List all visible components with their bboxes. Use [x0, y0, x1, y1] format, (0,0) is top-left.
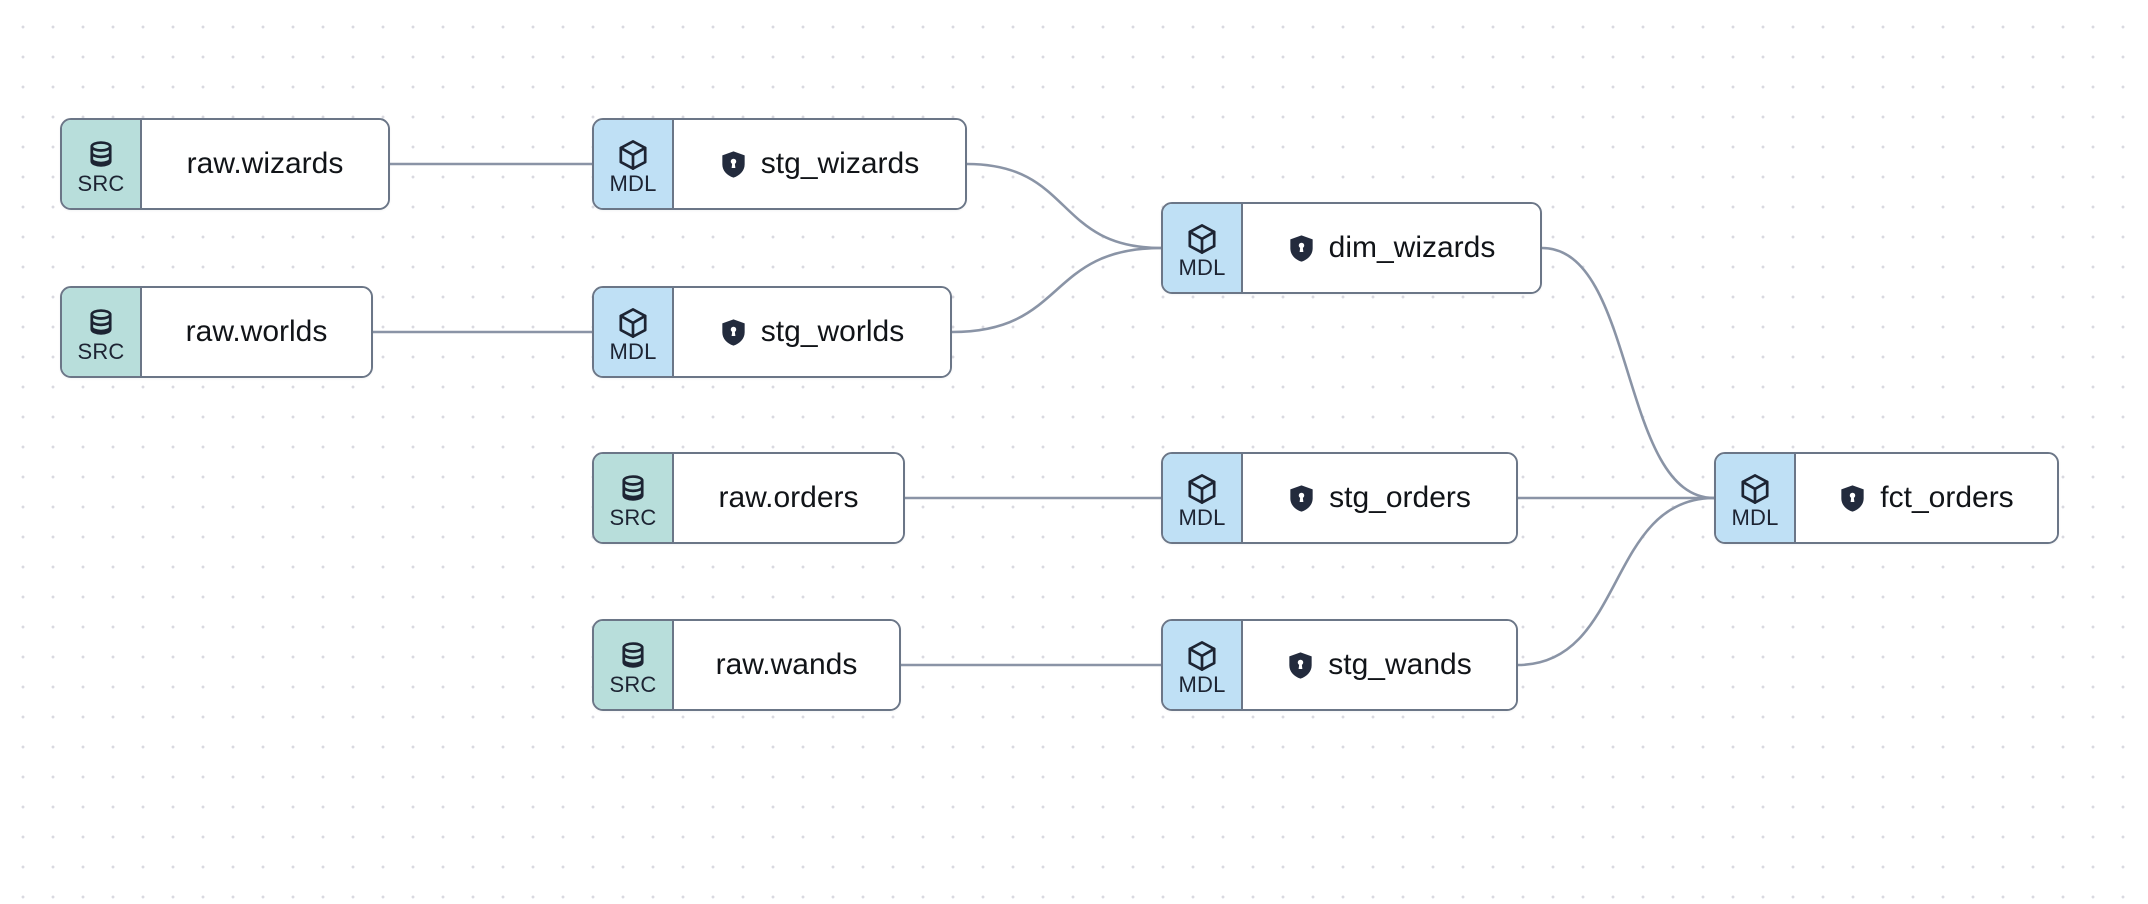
lineage-node-stg_worlds[interactable]: MDL stg_worlds [592, 286, 952, 378]
database-cylinder-icon [616, 472, 650, 506]
node-type-badge-stg_wands: MDL [1163, 621, 1243, 709]
node-label: stg_wands [1328, 648, 1472, 681]
lineage-node-raw_worlds[interactable]: SRC raw.worlds [60, 286, 373, 378]
database-cylinder-icon [84, 138, 118, 172]
cube-icon [616, 138, 650, 172]
node-type-badge-raw_orders: SRC [594, 454, 674, 542]
lineage-edge-stg_worlds-to-dim_wizards [950, 246, 1163, 334]
node-type-badge-fct_orders: MDL [1716, 454, 1796, 542]
node-body-raw_wizards: raw.wizards [142, 120, 388, 208]
node-type-label: MDL [1178, 254, 1226, 280]
cube-icon [1185, 472, 1219, 506]
node-type-badge-raw_worlds: SRC [62, 288, 142, 376]
node-label: stg_orders [1329, 481, 1471, 514]
node-label: stg_worlds [760, 315, 905, 348]
node-type-badge-raw_wizards: SRC [62, 120, 142, 208]
node-label: raw.wizards [186, 147, 344, 180]
node-type-label: SRC [609, 671, 657, 697]
node-type-label: SRC [77, 170, 125, 196]
node-body-fct_orders: fct_orders [1796, 454, 2057, 542]
lineage-node-raw_wizards[interactable]: SRC raw.wizards [60, 118, 390, 210]
lineage-edge-stg_wands-to-fct_orders [1516, 496, 1716, 667]
node-type-badge-raw_wands: SRC [594, 621, 674, 709]
node-label: raw.wands [715, 648, 858, 681]
lineage-node-raw_wands[interactable]: SRC raw.wands [592, 619, 901, 711]
cube-icon [1185, 639, 1219, 673]
node-type-label: MDL [1178, 504, 1226, 530]
lineage-edge-stg_wizards-to-dim_wizards [965, 162, 1163, 250]
node-body-stg_orders: stg_orders [1243, 454, 1516, 542]
node-body-stg_worlds: stg_worlds [674, 288, 950, 376]
database-cylinder-icon [616, 639, 650, 673]
cube-icon [1738, 472, 1772, 506]
node-body-dim_wizards: dim_wizards [1243, 204, 1540, 292]
node-type-badge-stg_wizards: MDL [594, 120, 674, 208]
shield-lock-icon [720, 318, 747, 347]
node-type-badge-dim_wizards: MDL [1163, 204, 1243, 292]
cube-icon [616, 306, 650, 340]
shield-lock-icon [1287, 651, 1314, 680]
node-body-raw_wands: raw.wands [674, 621, 899, 709]
lineage-node-stg_orders[interactable]: MDL stg_orders [1161, 452, 1518, 544]
lineage-node-stg_wands[interactable]: MDL stg_wands [1161, 619, 1518, 711]
node-type-label: SRC [609, 504, 657, 530]
cube-icon [1185, 222, 1219, 256]
lineage-node-raw_orders[interactable]: SRC raw.orders [592, 452, 905, 544]
node-label: stg_wizards [760, 147, 920, 180]
node-label: dim_wizards [1328, 231, 1496, 264]
lineage-node-stg_wizards[interactable]: MDL stg_wizards [592, 118, 967, 210]
node-body-stg_wizards: stg_wizards [674, 120, 965, 208]
shield-lock-icon [1288, 234, 1315, 263]
node-label: raw.orders [718, 481, 859, 514]
shield-lock-icon [1288, 484, 1315, 513]
lineage-node-fct_orders[interactable]: MDL fct_orders [1714, 452, 2059, 544]
node-type-label: MDL [609, 338, 657, 364]
node-label: fct_orders [1880, 481, 2014, 514]
lineage-edge-dim_wizards-to-fct_orders [1540, 246, 1716, 500]
node-body-raw_worlds: raw.worlds [142, 288, 371, 376]
node-type-label: SRC [77, 338, 125, 364]
node-type-label: MDL [1178, 671, 1226, 697]
node-body-raw_orders: raw.orders [674, 454, 903, 542]
shield-lock-icon [1839, 484, 1866, 513]
node-label: raw.worlds [185, 315, 328, 348]
node-type-badge-stg_orders: MDL [1163, 454, 1243, 542]
database-cylinder-icon [84, 306, 118, 340]
node-type-label: MDL [1731, 504, 1779, 530]
node-type-badge-stg_worlds: MDL [594, 288, 674, 376]
shield-lock-icon [720, 150, 747, 179]
lineage-node-dim_wizards[interactable]: MDL dim_wizards [1161, 202, 1542, 294]
node-body-stg_wands: stg_wands [1243, 621, 1516, 709]
node-type-label: MDL [609, 170, 657, 196]
